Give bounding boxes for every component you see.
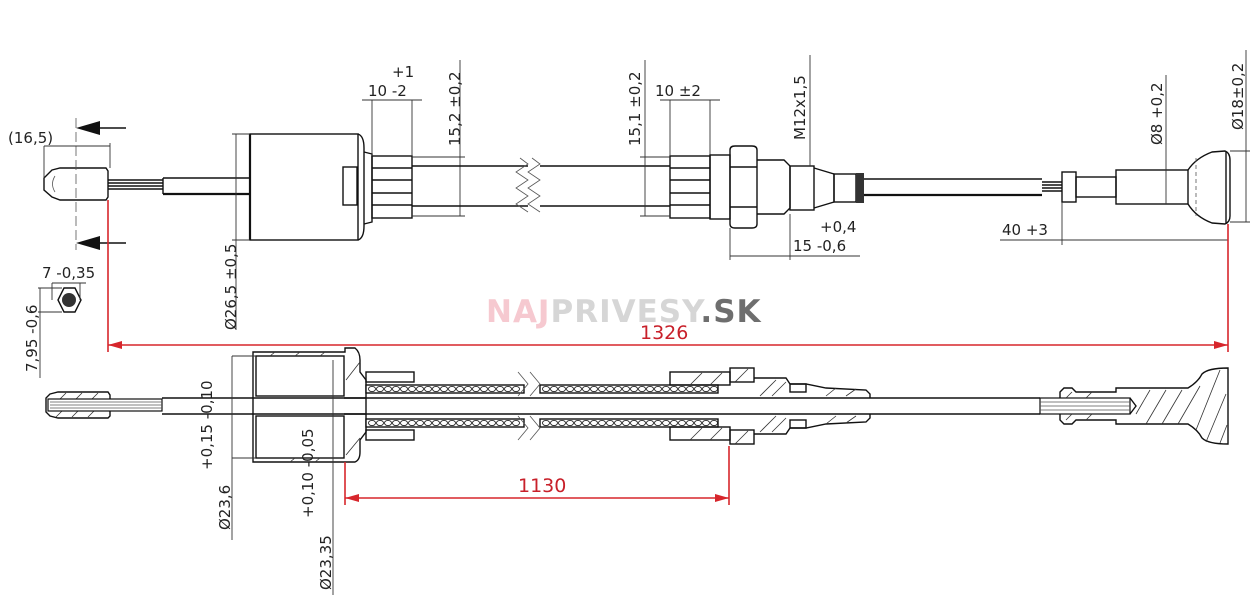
left-ferrule: (16,5) — [8, 118, 163, 250]
dim-end-offset: 40 +3 — [1002, 221, 1048, 239]
overall-length-label: 1326 — [640, 322, 688, 344]
top-view: (16,5) Ø26,5 ±0,5 — [8, 50, 1250, 378]
dim-housing-diameter: Ø26,5 ±0,5 — [222, 244, 240, 330]
dim-thread: M12x1,5 — [791, 75, 809, 140]
dim-pin-diameter: Ø8 +0,2 — [1148, 82, 1166, 145]
adjuster-nut: M12x1,5 +0,4 15 -0,6 — [709, 55, 864, 260]
right-sleeve: 15,1 ±0,2 10 ±2 — [626, 60, 720, 219]
sheath-length-label: 1130 — [518, 475, 566, 497]
svg-text:NAJPRIVESY.SK: NAJPRIVESY.SK — [486, 294, 762, 330]
dim-hex-height: 7,95 -0,6 — [23, 305, 41, 372]
dim-inner-diameter-tol: +0,15 -0,10 — [198, 380, 216, 470]
dim-outer-diameter: Ø23,35 — [317, 535, 335, 590]
section-view: +0,15 -0,10 Ø23,6 +0,10 -0,05 Ø23,35 113… — [45, 347, 1229, 595]
dim-sleeve-diameter-left: 15,2 ±0,2 — [446, 71, 464, 146]
dim-thread-len: 15 -0,6 — [793, 237, 846, 255]
housing: Ø26,5 ±0,5 — [222, 133, 373, 330]
right-end-section — [1039, 367, 1229, 445]
dim-sleeve-length-right: 10 ±2 — [655, 82, 701, 100]
dim-inner-diameter: Ø23,6 — [216, 485, 234, 530]
right-end-head: Ø8 +0,2 Ø18±0,2 40 +3 — [1000, 50, 1250, 245]
sheath-length-dimension: 1130 — [344, 446, 730, 505]
watermark: NAJPRIVESY.SK — [486, 294, 762, 330]
dim-sleeve-tol: +1 — [392, 63, 414, 81]
dim-outer-diameter-tol: +0,10 -0,05 — [299, 428, 317, 518]
dim-sleeve-length: 10 -2 — [368, 82, 407, 100]
dim-sleeve-diameter-right: 15,1 ±0,2 — [626, 71, 644, 146]
dim-thread-len-tol: +0,4 — [820, 218, 856, 236]
section-dimensions: +0,15 -0,10 Ø23,6 +0,10 -0,05 Ø23,35 — [198, 355, 335, 595]
coil-sheath — [365, 371, 719, 441]
hex-section: 7 -0,35 7,95 -0,6 — [23, 264, 95, 378]
dim-head-diameter: Ø18±0,2 — [1229, 63, 1247, 130]
left-sleeve: +1 10 -2 15,2 ±0,2 — [362, 60, 465, 219]
dim-end-length: (16,5) — [8, 129, 53, 147]
left-ferrule-section — [45, 391, 163, 419]
adjuster-section — [669, 367, 871, 445]
overall-length-dimension: 1326 — [107, 200, 1229, 352]
dim-hex-width: 7 -0,35 — [42, 264, 95, 282]
